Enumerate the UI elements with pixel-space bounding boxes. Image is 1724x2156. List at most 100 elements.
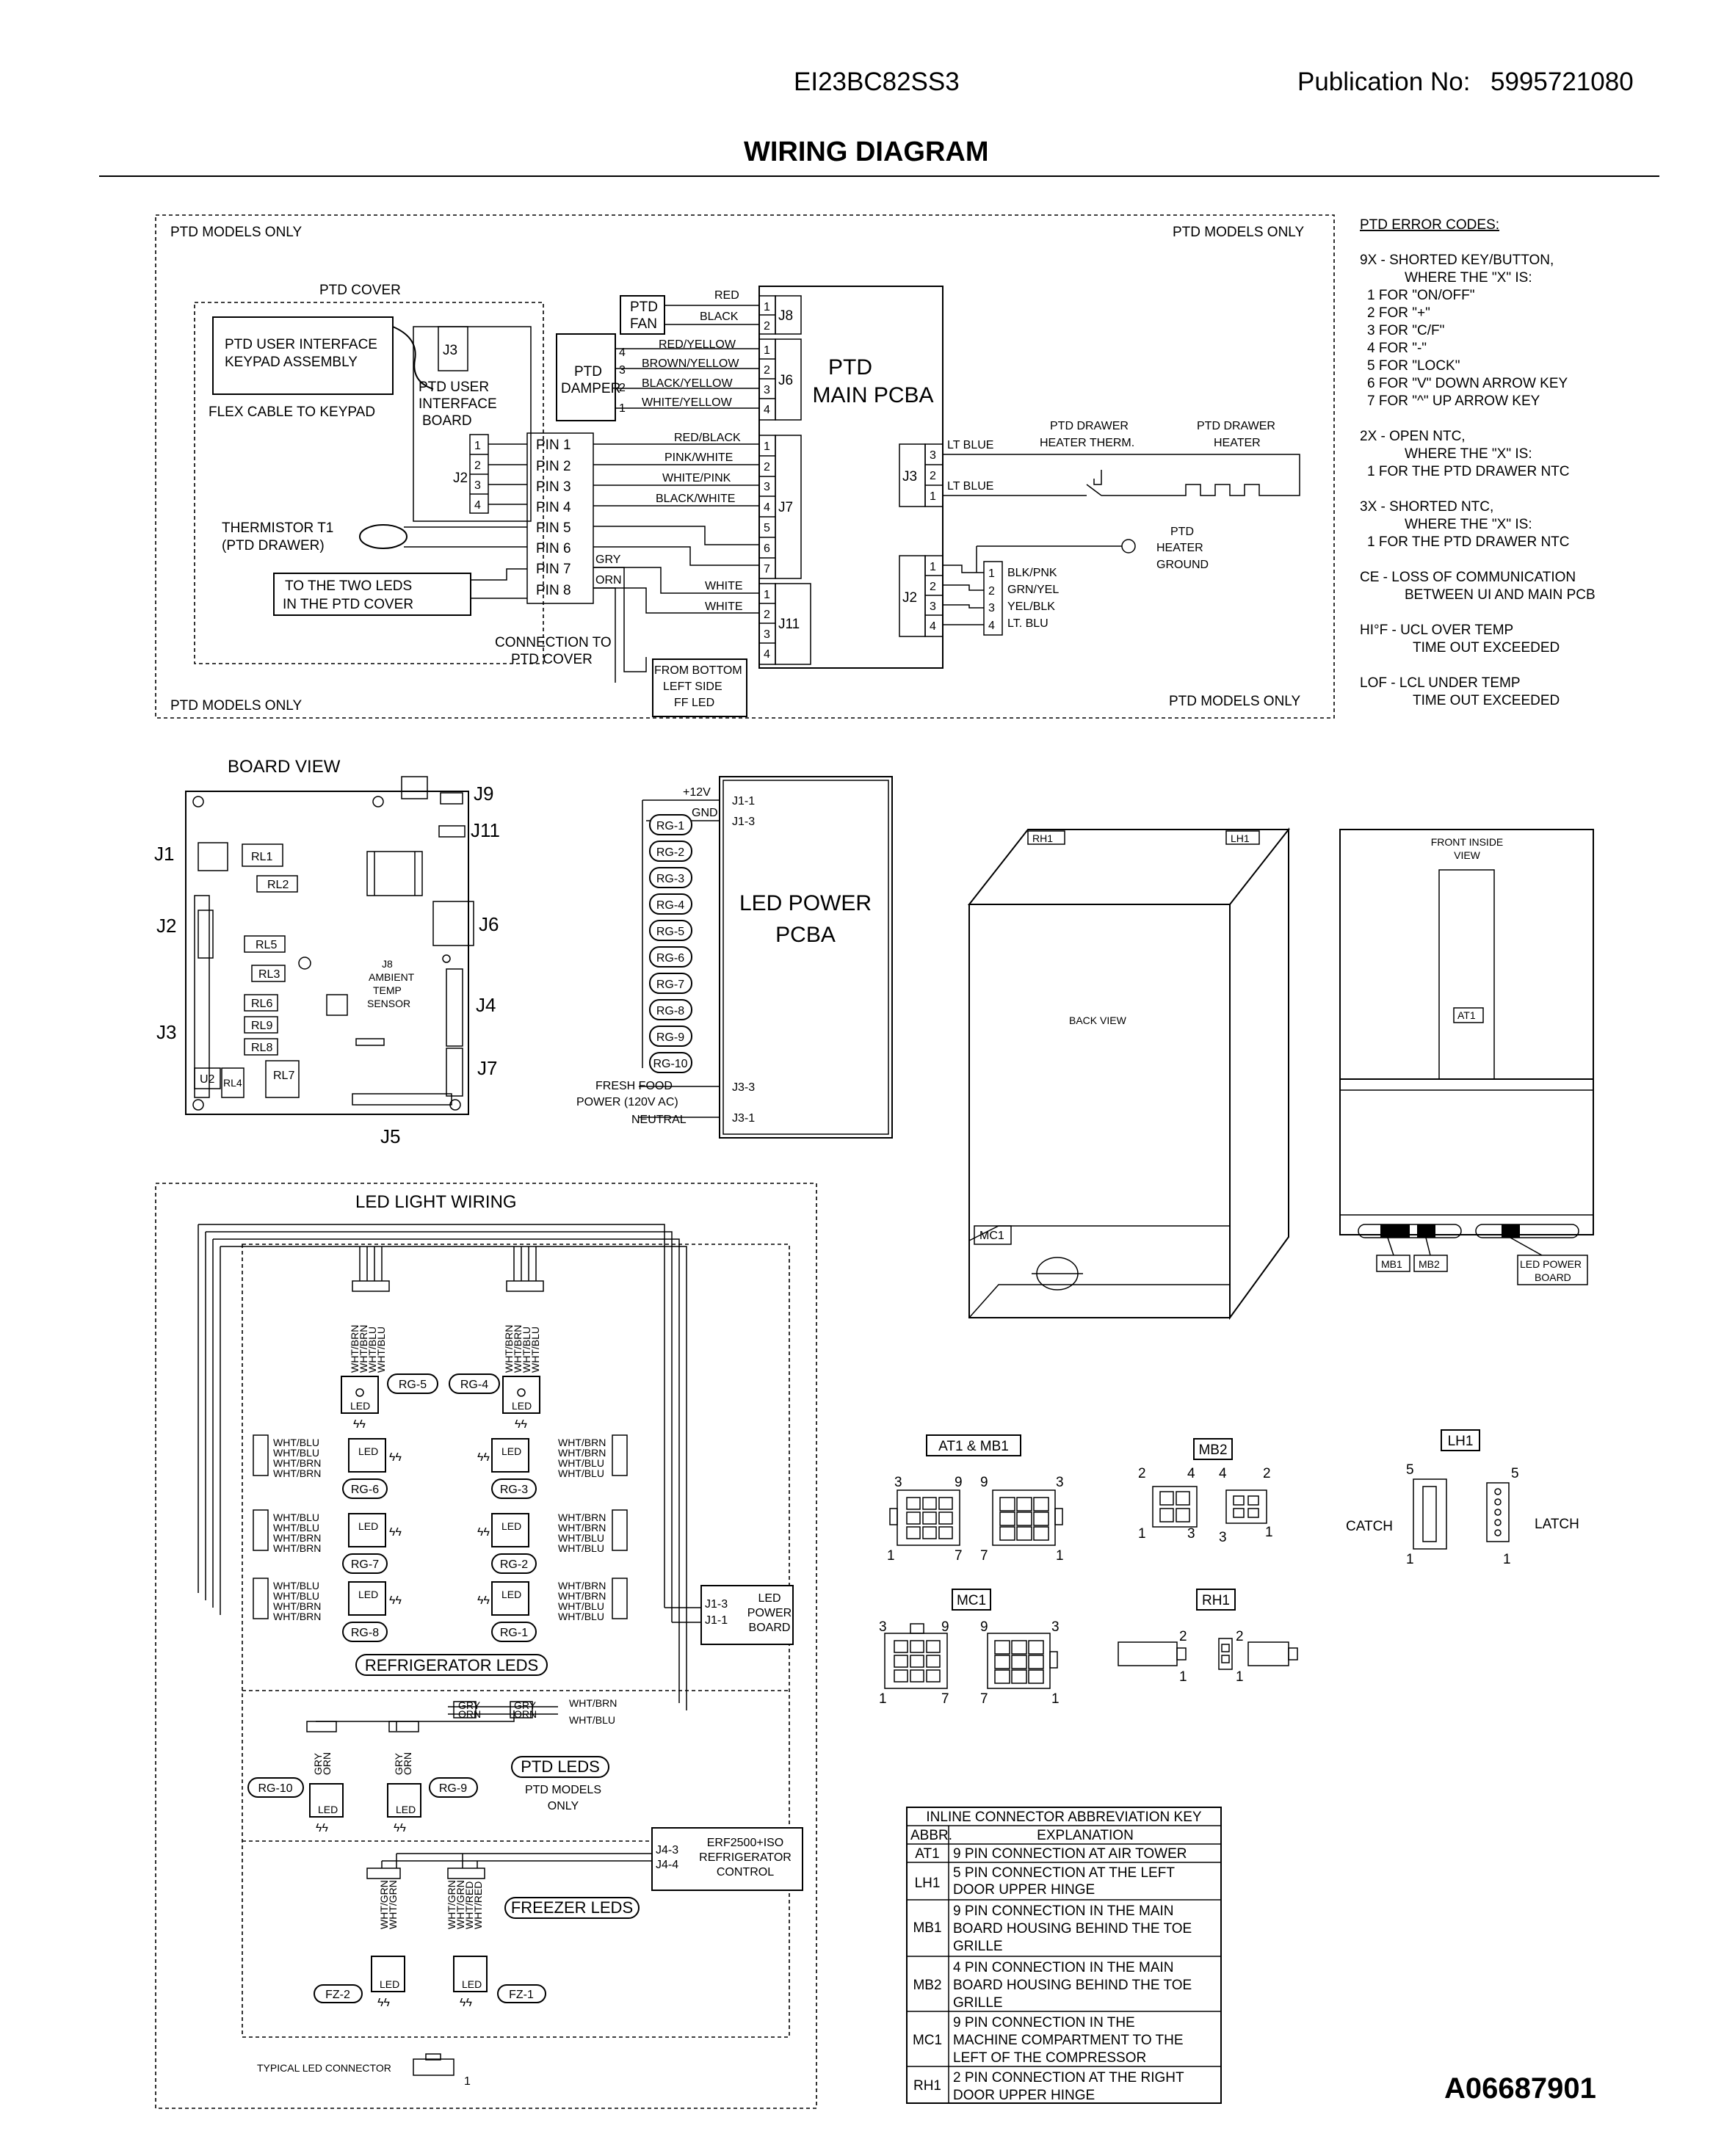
svg-text:J1: J1 bbox=[154, 843, 174, 865]
svg-text:3: 3 bbox=[879, 1619, 887, 1635]
svg-text:RL9: RL9 bbox=[251, 1020, 272, 1032]
svg-text:WHT/RED: WHT/RED bbox=[472, 1881, 484, 1929]
ptd-damper bbox=[556, 333, 616, 421]
svg-text:TIME OUT EXCEEDED: TIME OUT EXCEEDED bbox=[1413, 640, 1560, 656]
svg-text:PIN 4: PIN 4 bbox=[536, 500, 571, 515]
svg-text:WHERE THE "X" IS:: WHERE THE "X" IS: bbox=[1405, 446, 1532, 462]
svg-text:RG-6: RG-6 bbox=[656, 952, 684, 965]
svg-text:9 PIN CONNECTION AT AIR TOWER: 9 PIN CONNECTION AT AIR TOWER bbox=[953, 1846, 1187, 1862]
svg-text:2: 2 bbox=[764, 364, 770, 377]
svg-text:1 FOR "ON/OFF": 1 FOR "ON/OFF" bbox=[1367, 288, 1475, 303]
svg-text:J1-3: J1-3 bbox=[705, 1598, 728, 1611]
svg-text:7: 7 bbox=[980, 1691, 988, 1707]
svg-text:3: 3 bbox=[764, 628, 770, 641]
svg-text:RG-3: RG-3 bbox=[500, 1484, 528, 1496]
svg-text:4 FOR "-": 4 FOR "-" bbox=[1367, 341, 1427, 356]
abbreviation-key: INLINE CONNECTOR ABBREVIATION KEY ABBR. … bbox=[906, 1807, 1222, 2104]
svg-text:3: 3 bbox=[1187, 1526, 1195, 1542]
svg-text:LED: LED bbox=[396, 1804, 416, 1815]
fan-label-2: FAN bbox=[630, 316, 657, 332]
svg-text:RG-10: RG-10 bbox=[258, 1782, 292, 1795]
svg-text:3: 3 bbox=[930, 449, 936, 462]
svg-text:WHT/BRN: WHT/BRN bbox=[273, 1611, 321, 1622]
ui-board-label-2: INTERFACE bbox=[419, 396, 497, 412]
publication-label: Publication No: bbox=[1297, 68, 1471, 96]
svg-text:LED: LED bbox=[380, 1978, 399, 1990]
svg-text:WHT/BLU: WHT/BLU bbox=[273, 1447, 319, 1459]
svg-text:WHITE/YELLOW: WHITE/YELLOW bbox=[642, 396, 733, 409]
svg-text:BETWEEN UI AND MAIN PCB: BETWEEN UI AND MAIN PCB bbox=[1405, 587, 1596, 603]
svg-text:3: 3 bbox=[1056, 1475, 1064, 1490]
svg-text:LED: LED bbox=[501, 1445, 521, 1457]
svg-text:1: 1 bbox=[1056, 1548, 1064, 1564]
svg-text:ϟϟ: ϟϟ bbox=[389, 1451, 402, 1464]
ptd-pin-labels: PIN 1 PIN 2 PIN 3 PIN 4 PIN 5 PIN 6 PIN … bbox=[536, 438, 571, 598]
j8-label: J8 bbox=[778, 308, 793, 324]
svg-text:MC1: MC1 bbox=[979, 1230, 1004, 1242]
svg-text:DOOR UPPER HINGE: DOOR UPPER HINGE bbox=[953, 1882, 1095, 1898]
svg-text:RH1: RH1 bbox=[913, 2078, 941, 2094]
svg-text:ϟϟ: ϟϟ bbox=[515, 1418, 527, 1431]
svg-text:ORN: ORN bbox=[402, 1752, 413, 1775]
ptd-pin-header bbox=[526, 432, 594, 604]
damper-label-1: PTD bbox=[574, 364, 602, 380]
ground-label-1: PTD bbox=[1170, 526, 1194, 538]
svg-text:2: 2 bbox=[1263, 1466, 1271, 1481]
svg-text:3: 3 bbox=[894, 1475, 902, 1490]
led-bus-wires bbox=[198, 1224, 701, 1710]
svg-text:WHT/BRN: WHT/BRN bbox=[503, 1325, 515, 1373]
svg-text:WHT/BLU: WHT/BLU bbox=[569, 1714, 615, 1726]
svg-text:MB2: MB2 bbox=[913, 1978, 941, 1993]
ptd-main-pcba bbox=[758, 286, 944, 669]
svg-text:WHT/BRN: WHT/BRN bbox=[569, 1697, 617, 1709]
ptd-fan bbox=[620, 295, 665, 335]
svg-text:3: 3 bbox=[764, 481, 770, 493]
svg-text:1: 1 bbox=[464, 2075, 471, 2088]
svg-text:LED: LED bbox=[350, 1400, 370, 1412]
ptd-models-label-tr: PTD MODELS ONLY bbox=[1173, 225, 1304, 240]
ground-terminal-icon bbox=[1121, 539, 1136, 553]
to-leds-box bbox=[273, 573, 471, 616]
pcba-wires bbox=[593, 305, 759, 683]
svg-text:LED LIGHT WIRING: LED LIGHT WIRING bbox=[355, 1192, 517, 1212]
svg-text:WHT/BRN: WHT/BRN bbox=[273, 1457, 321, 1469]
svg-text:4: 4 bbox=[619, 346, 626, 359]
led-power-board-box bbox=[700, 1585, 794, 1645]
svg-text:SENSOR: SENSOR bbox=[367, 998, 410, 1009]
svg-text:1: 1 bbox=[887, 1548, 895, 1564]
drawer-therm-label-2: HEATER THERM. bbox=[1040, 437, 1134, 449]
svg-text:J4-4: J4-4 bbox=[656, 1859, 678, 1871]
svg-text:CATCH: CATCH bbox=[1346, 1519, 1393, 1534]
thermistor-label-1: THERMISTOR T1 bbox=[222, 520, 333, 536]
svg-text:LED: LED bbox=[358, 1520, 378, 1532]
svg-text:WHT/BLU: WHT/BLU bbox=[273, 1437, 319, 1448]
svg-text:FRESH FOOD: FRESH FOOD bbox=[595, 1080, 673, 1092]
svg-text:1: 1 bbox=[764, 440, 770, 453]
error-codes: PTD ERROR CODES: 9X - SHORTED KEY/BUTTON… bbox=[1360, 217, 1596, 708]
svg-text:1: 1 bbox=[764, 344, 770, 357]
keypad-assembly bbox=[212, 316, 394, 395]
svg-text:WHT/BLU: WHT/BLU bbox=[273, 1522, 319, 1533]
svg-text:U2: U2 bbox=[200, 1073, 215, 1086]
svg-text:LED: LED bbox=[358, 1589, 378, 1600]
svg-text:6 FOR "V" DOWN ARROW KEY: 6 FOR "V" DOWN ARROW KEY bbox=[1367, 376, 1568, 391]
svg-text:PTD LEDS: PTD LEDS bbox=[521, 1757, 600, 1776]
j6-label: J6 bbox=[778, 373, 793, 388]
svg-text:PIN 2: PIN 2 bbox=[536, 459, 571, 474]
svg-text:WHT/BRN: WHT/BRN bbox=[273, 1600, 321, 1612]
from-bottom-1: FROM BOTTOM bbox=[654, 664, 742, 677]
svg-text:ϟϟ: ϟϟ bbox=[477, 1594, 490, 1607]
svg-text:RG-1: RG-1 bbox=[500, 1627, 528, 1639]
svg-text:J5: J5 bbox=[380, 1125, 400, 1147]
error-codes-title: PTD ERROR CODES: bbox=[1360, 217, 1499, 233]
ground-label-2: HEATER bbox=[1156, 542, 1203, 554]
svg-text:RG-8: RG-8 bbox=[351, 1627, 379, 1639]
svg-text:2: 2 bbox=[474, 460, 481, 472]
